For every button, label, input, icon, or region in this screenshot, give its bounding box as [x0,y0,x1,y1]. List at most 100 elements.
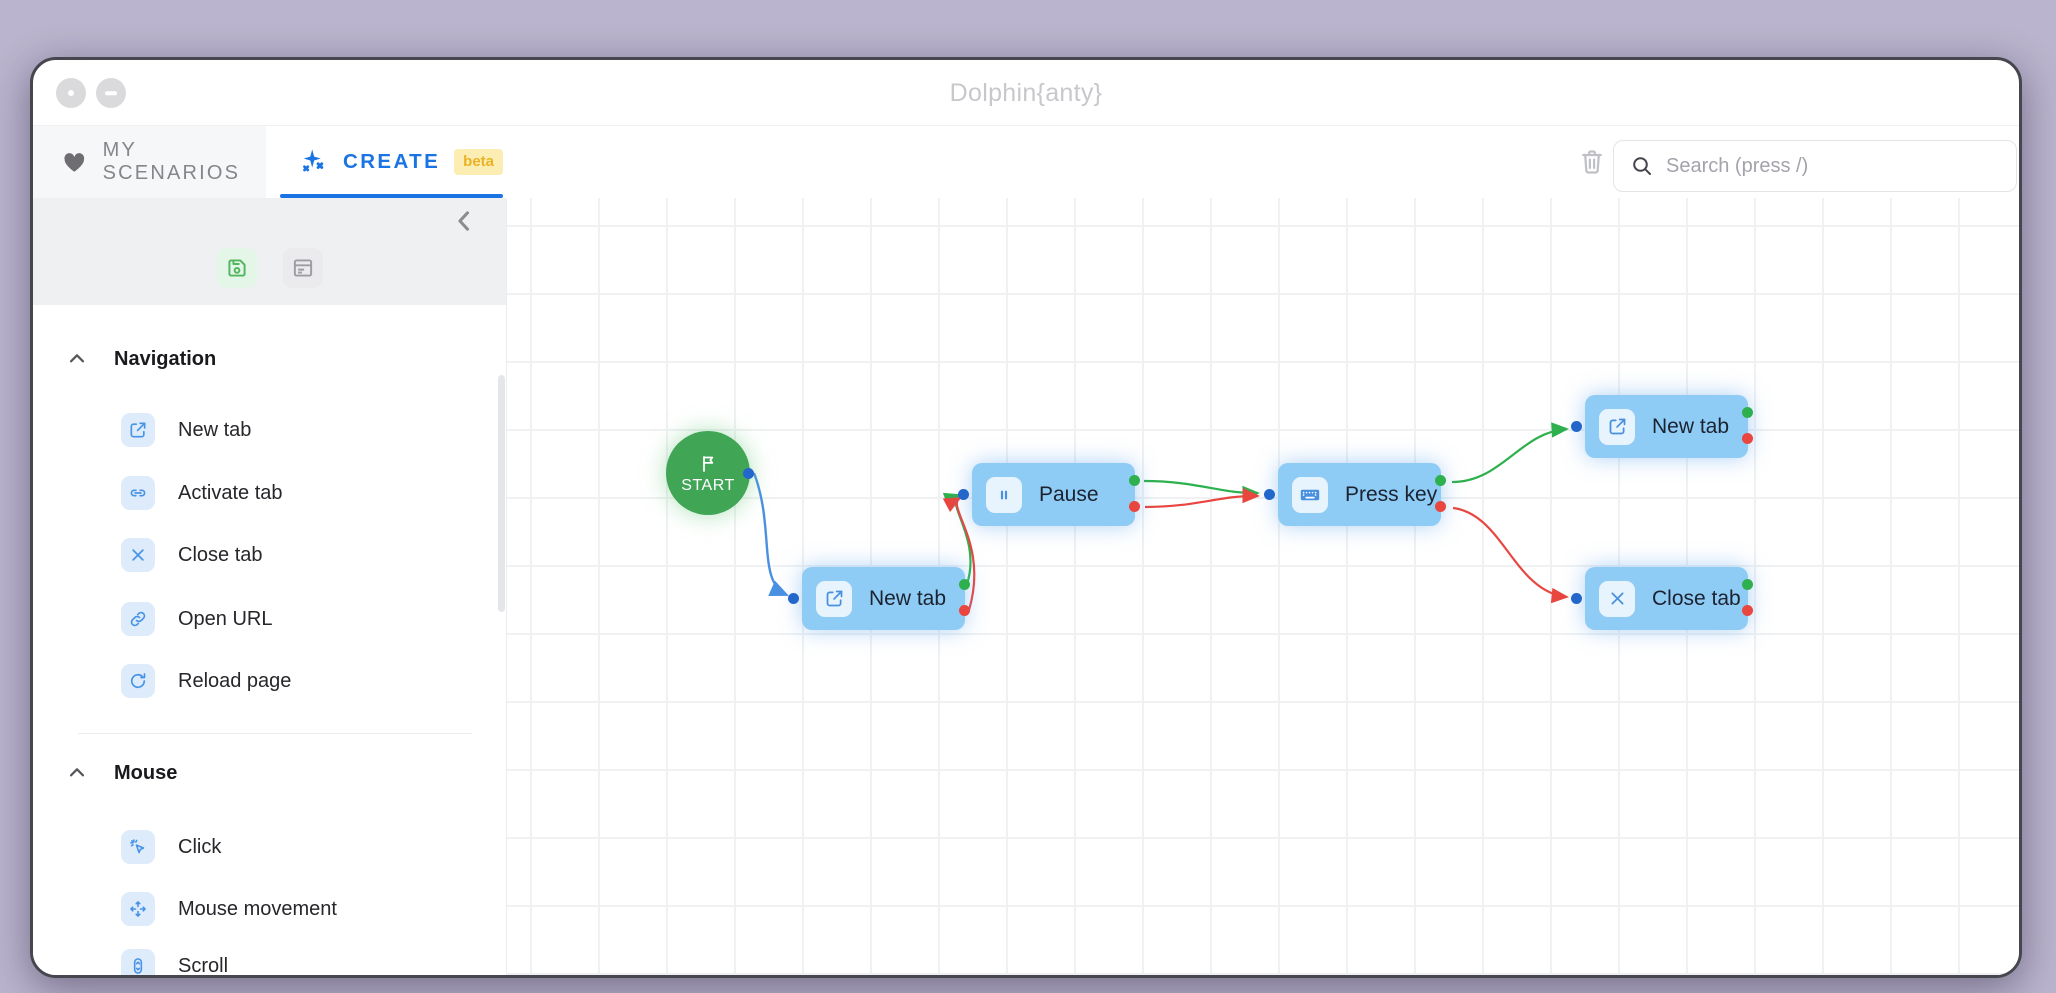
cursor-click-icon [121,830,155,864]
section-divider [78,733,472,734]
tab-create[interactable]: CREATE beta [280,126,503,198]
save-icon [227,259,246,277]
body-row: Navigation New tab [33,198,2019,975]
chevron-up-icon [69,768,85,777]
chevron-up-icon [69,354,85,363]
sidebar-item-label: Activate tab [178,481,283,504]
reload-icon [121,664,155,698]
panel-icon [293,259,312,277]
log-panel-button[interactable] [282,248,323,288]
port-error[interactable] [1129,501,1140,512]
chain-icon [121,602,155,636]
window-title: Dolphin{anty} [949,78,1103,107]
window-back-button[interactable] [56,78,86,108]
sidebar-item-mouse-movement[interactable]: Mouse movement [33,892,337,926]
port-success[interactable] [959,579,970,590]
keyboard-icon [1292,476,1328,513]
edge-start-to-new-tab[interactable] [752,472,789,597]
external-link-icon [1599,408,1635,445]
sidebar-toolbar [33,198,506,305]
search-box [1613,140,2017,192]
node-press-key[interactable]: Press key [1264,463,1446,526]
actions-sidebar: Navigation New tab [33,198,507,975]
app-window: Dolphin{anty} MY SCENARIOS CREATE beta [30,57,2022,978]
header-row: MY SCENARIOS CREATE beta [33,126,2019,198]
port-in[interactable] [1571,421,1582,432]
save-scenario-button[interactable] [216,248,257,288]
sidebar-collapse-button[interactable] [450,206,478,236]
node-label: New tab [1652,414,1730,438]
node-close-tab[interactable]: Close tab [1571,567,1753,630]
sidebar-item-label: New tab [178,418,252,441]
search-input[interactable] [1666,154,2000,178]
external-link-icon [816,580,852,617]
port-error[interactable] [959,605,970,616]
sidebar-item-label: Open URL [178,607,273,630]
node-label: New tab [869,586,947,610]
edge-error-pause-to-press-key[interactable] [1144,487,1260,509]
tab-my-scenarios[interactable]: MY SCENARIOS [33,126,266,198]
scroll-icon [121,949,155,975]
window-back-icon [68,90,74,96]
sidebar-item-scroll[interactable]: Scroll [33,949,228,975]
port-error[interactable] [1435,501,1446,512]
tab-create-label: CREATE [342,150,441,173]
node-pause[interactable]: Pause [958,463,1140,526]
port-in[interactable] [1571,593,1582,604]
section-title: Mouse [114,761,178,784]
active-tab-indicator [280,194,503,198]
port-success[interactable] [1742,407,1753,418]
sidebar-item-click[interactable]: Click [33,830,221,864]
sidebar-item-open-url[interactable]: Open URL [33,602,273,636]
pause-icon [986,476,1022,513]
sidebar-scrollbar[interactable] [498,375,505,612]
edge-error-press-key-to-close-tab[interactable] [1452,506,1569,604]
node-start-label: START [681,476,735,494]
port-in[interactable] [1264,489,1275,500]
section-header-mouse[interactable]: Mouse [33,758,177,788]
port-error[interactable] [1742,433,1753,444]
heart-icon [64,152,85,172]
titlebar: Dolphin{anty} [33,60,2019,126]
window-minimize-button[interactable] [96,78,126,108]
external-link-icon [121,413,155,447]
node-new-tab-1[interactable]: New tab [788,567,970,630]
chevron-left-icon [458,211,470,231]
window-minimize-icon [105,91,117,95]
move-icon [121,892,155,926]
flow-canvas[interactable]: START New tab [507,198,2019,975]
port-in[interactable] [958,489,969,500]
sidebar-item-new-tab[interactable]: New tab [33,413,251,447]
beta-badge: beta [454,149,503,175]
port-in[interactable] [788,593,799,604]
search-icon [1633,157,1651,175]
port-success[interactable] [1129,475,1140,486]
sidebar-item-activate-tab[interactable]: Activate tab [33,476,283,510]
sidebar-item-label: Mouse movement [178,897,337,920]
close-icon [121,538,155,572]
sparkles-icon [303,149,324,172]
port-error[interactable] [1742,605,1753,616]
link-icon [121,476,155,510]
node-label: Pause [1039,482,1099,506]
edge-error-new-tab-to-pause[interactable] [942,497,976,611]
port-success[interactable] [1742,579,1753,590]
sidebar-item-label: Close tab [178,543,263,566]
edge-success-pause-to-press-key[interactable] [1143,479,1260,502]
sidebar-item-close-tab[interactable]: Close tab [33,538,263,572]
node-label: Press key [1345,482,1438,506]
close-icon [1599,580,1635,617]
section-title: Navigation [114,347,217,370]
edge-success-press-key-to-new-tab[interactable] [1451,422,1569,484]
tab-my-scenarios-label: MY SCENARIOS [102,139,241,184]
section-header-navigation[interactable]: Navigation [33,344,216,374]
sidebar-item-label: Reload page [178,669,292,692]
delete-scenario-button[interactable] [1578,146,1606,178]
node-start[interactable]: START [666,431,754,515]
port-out[interactable] [743,467,754,479]
flow-edges [752,422,1569,611]
sidebar-item-reload-page[interactable]: Reload page [33,664,291,698]
node-new-tab-2[interactable]: New tab [1571,395,1753,458]
port-success[interactable] [1435,475,1446,486]
trash-icon [1582,150,1602,174]
